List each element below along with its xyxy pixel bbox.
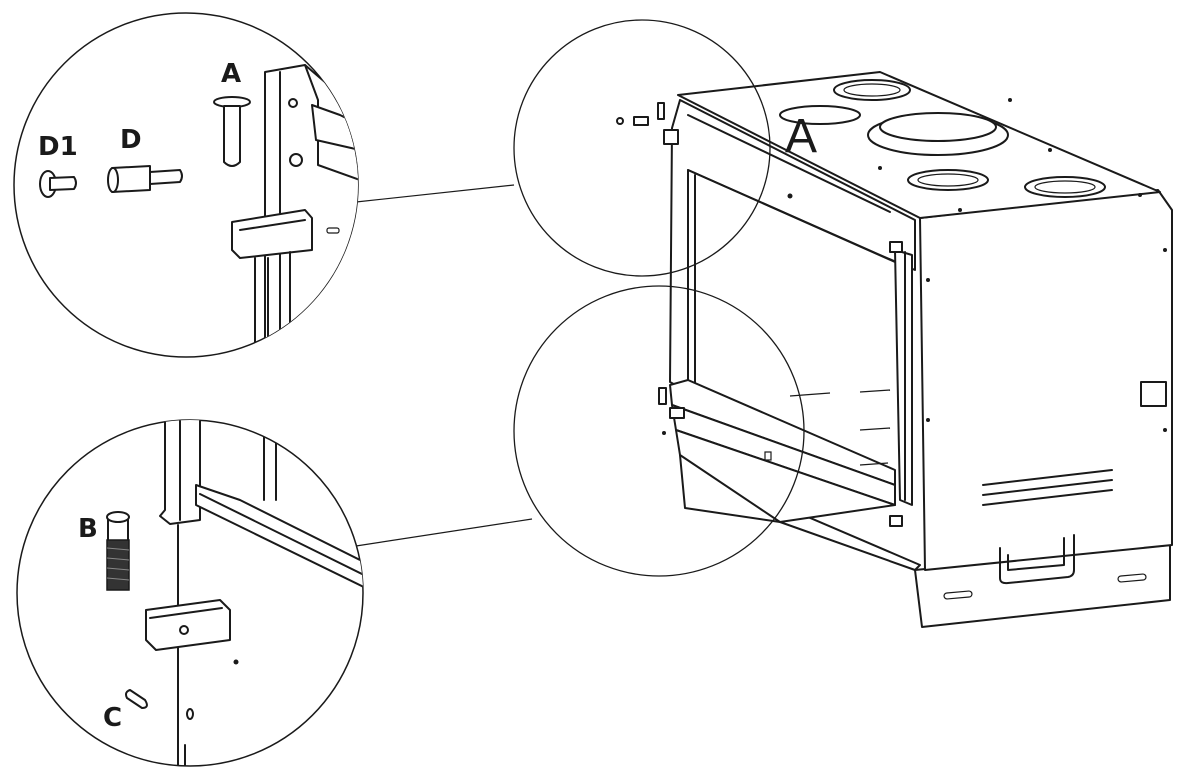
front-bottom-rail (669, 379, 896, 486)
top-collar-4 (1024, 176, 1106, 198)
side-vent-box (1140, 381, 1167, 407)
top-collar-2 (779, 105, 861, 125)
top-collar-1 (833, 79, 911, 101)
front-right-post (894, 249, 913, 506)
detail-circle-top (513, 19, 771, 277)
screw-d1 (39, 170, 77, 198)
label-screw-c: C (103, 703, 122, 733)
vent-slots (982, 469, 1113, 506)
leader-line-bottom (355, 518, 533, 547)
screw-c (125, 689, 148, 709)
frame-clip-top (663, 129, 679, 145)
screw-b (106, 511, 130, 591)
zoom-circle-bottom: B C (16, 419, 364, 767)
plinth-slot-right (1117, 573, 1147, 583)
screw-d (107, 165, 183, 193)
leader-line-top (355, 184, 515, 203)
screw-a (213, 96, 251, 167)
label-screw-d1: D1 (38, 132, 78, 162)
zoom-circle-top: A D D1 (13, 12, 359, 358)
zoom-rail (195, 484, 363, 591)
stove-side-panel (919, 189, 1173, 571)
small-screws-top (616, 102, 665, 126)
label-detail-a: A (785, 110, 817, 163)
label-screw-a: A (221, 59, 241, 89)
label-screw-b: B (78, 514, 98, 544)
plinth-slot-left (943, 590, 973, 600)
zoom-clip (145, 599, 231, 651)
pin-b-small (658, 387, 667, 405)
label-screw-d: D (120, 125, 142, 155)
stove-body (616, 71, 1173, 628)
frame-clip-bottom (669, 407, 685, 419)
top-collar-3 (907, 169, 989, 191)
handle (999, 534, 1075, 585)
detail-circle-bottom (513, 285, 805, 577)
